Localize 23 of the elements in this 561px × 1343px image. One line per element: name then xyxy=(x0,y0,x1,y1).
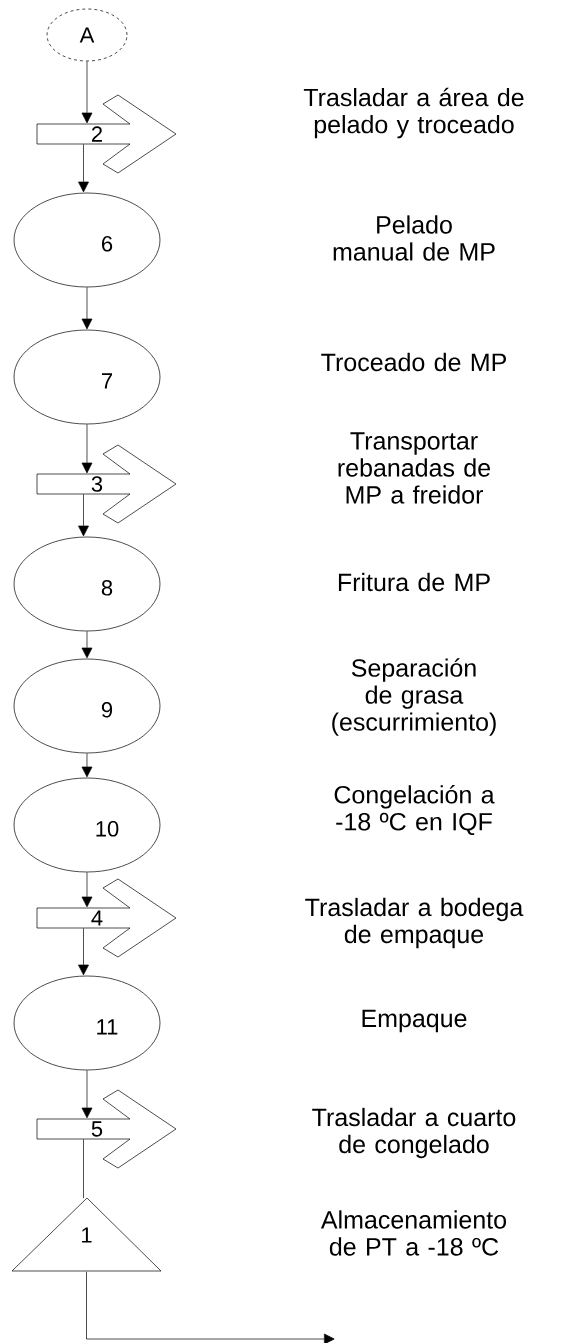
step-description: Congelación a -18 ºC en IQF xyxy=(334,784,495,836)
step-description: Almacenamiento de PT a -18 ºC xyxy=(320,1210,507,1256)
arrow xyxy=(86,1271,335,1343)
arrow xyxy=(81,631,93,659)
storage-triangle: 1 xyxy=(11,1197,162,1272)
arrow xyxy=(81,61,93,124)
step-description: Trasladar a bodega de empaque xyxy=(305,897,524,949)
step-description: Fritura de MP xyxy=(338,572,490,592)
step-description: Troceado de MP xyxy=(321,352,506,372)
arrow xyxy=(81,1070,93,1119)
arrow xyxy=(81,424,93,474)
step-description: Trasladar a cuarto de congelado xyxy=(312,1107,516,1159)
arrow xyxy=(81,872,93,908)
step-description: Trasladar a área de pelado y troceado xyxy=(303,87,524,139)
arrow xyxy=(78,928,89,976)
arrow xyxy=(78,144,89,193)
step-description: Separación de grasa (escurrimiento) xyxy=(332,658,496,736)
arrow xyxy=(81,287,93,330)
arrow xyxy=(81,753,93,778)
step-description: Transportar rebanadas de MP a freidor xyxy=(338,432,490,504)
step-description: Pelado manual de MP xyxy=(333,215,495,261)
arrow xyxy=(78,494,89,537)
step-description: Empaque xyxy=(362,1009,467,1033)
